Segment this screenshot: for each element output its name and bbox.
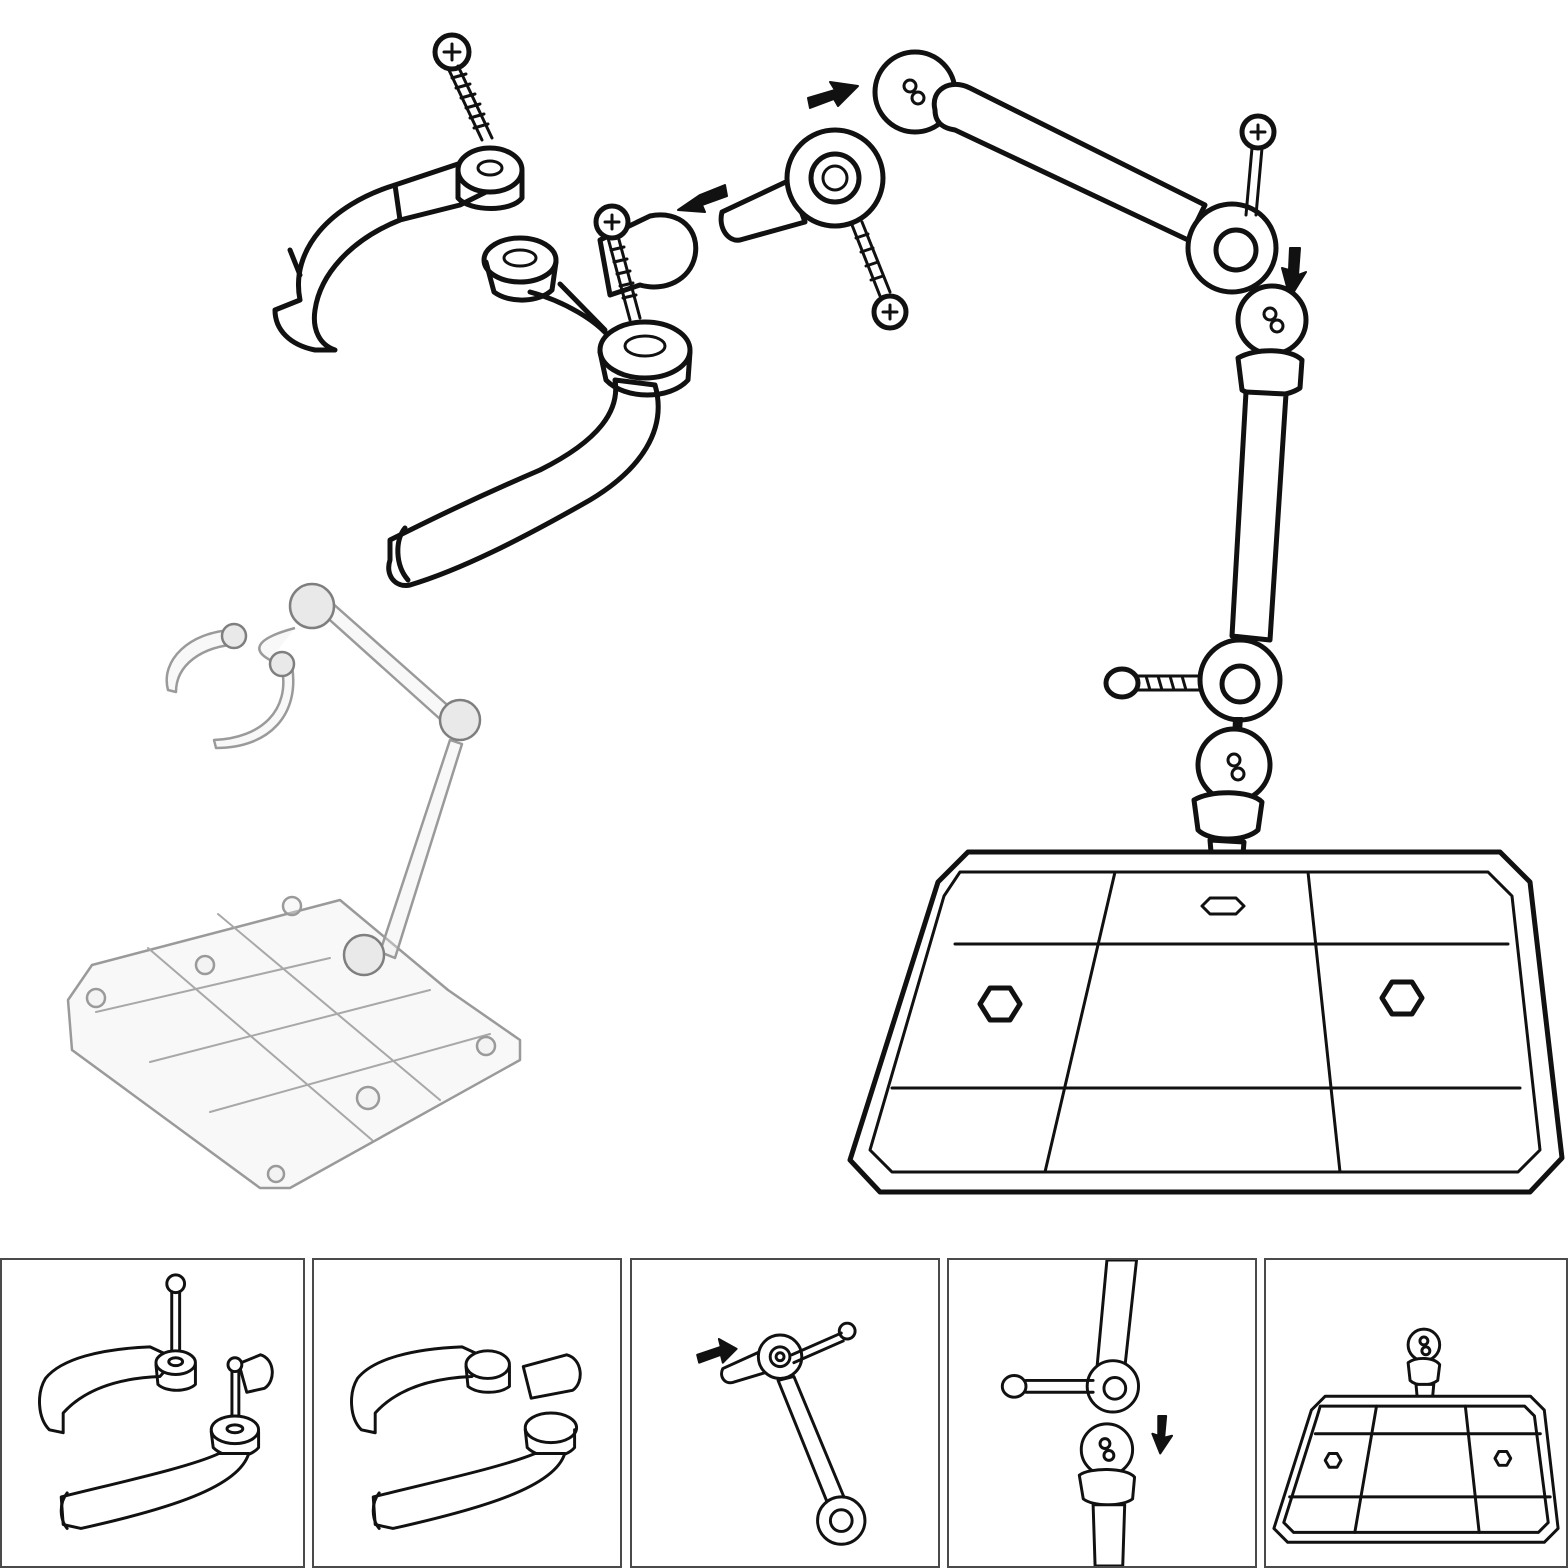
step-panel-2 (312, 1258, 622, 1568)
screw-middle-joint (850, 220, 909, 331)
arrow-down-1 (1281, 247, 1307, 299)
upper-claw-half (272, 145, 525, 353)
step-panel-3 (630, 1258, 940, 1568)
arrow-right-1 (807, 81, 859, 109)
assembly-steps-strip (0, 1258, 1568, 1568)
screw-lower-arm (1103, 666, 1202, 700)
lower-arm-segment (1197, 283, 1309, 723)
middle-joint-connector (718, 127, 886, 243)
step-panel-5 (1264, 1258, 1568, 1568)
assembled-clear-stand (66, 582, 522, 1190)
hex-peg-right (1379, 979, 1425, 1017)
upper-arm-segment (872, 49, 1279, 295)
lower-claw-half (386, 212, 699, 588)
step-panel-1 (0, 1258, 305, 1568)
hex-socket-center (1200, 896, 1246, 916)
arrow-left-1 (677, 184, 728, 213)
step-panel-4 (947, 1258, 1257, 1568)
screw-upper-arm (1239, 113, 1277, 217)
hex-peg-left (977, 985, 1023, 1023)
screw-lower-claw (593, 203, 642, 322)
screw-upper-claw (432, 32, 494, 142)
base-plate (847, 849, 1565, 1195)
exploded-assembly-diagram (66, 32, 1565, 1195)
